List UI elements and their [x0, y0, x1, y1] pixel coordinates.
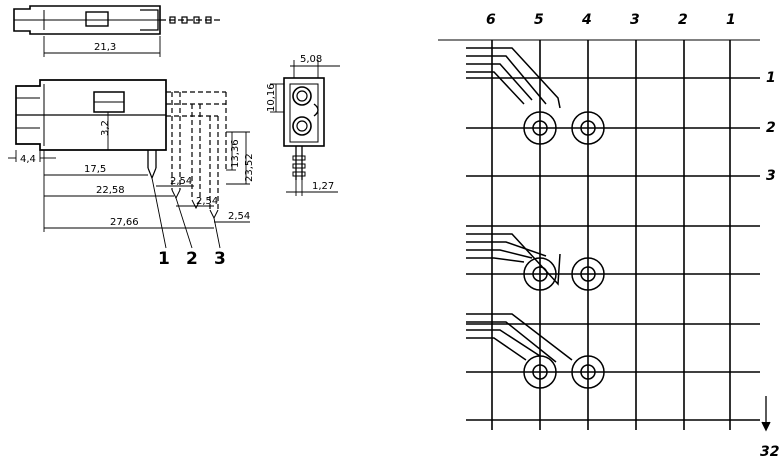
dim-pitch-b: 2,54 [196, 196, 218, 207]
dim-row3: 27,66 [110, 217, 139, 228]
front-view [283, 77, 325, 180]
dim-pitch-width: 5,08 [300, 54, 322, 65]
col-label-4: 4 [581, 12, 592, 28]
col-label-1: 1 [726, 12, 736, 28]
pcb-footprint-2 [466, 233, 605, 291]
pin-label-2: 2 [186, 249, 198, 269]
row-label-2: 2 [766, 120, 776, 136]
dim-left-offset: 4,4 [20, 154, 36, 165]
dim-pitch-c: 2,54 [228, 211, 250, 222]
dim-row2: 22,58 [96, 185, 125, 196]
dim-pin-thickness: 1,27 [312, 181, 334, 192]
col-label-5: 5 [534, 12, 544, 28]
dim-pitch-a: 2,54 [170, 176, 192, 187]
dim-row1: 17,5 [84, 164, 106, 175]
row-label-3: 3 [766, 168, 776, 184]
col-label-3: 3 [630, 12, 640, 28]
dim-pin-height-2: 23,52 [244, 153, 255, 182]
dim-21-3-lines [43, 36, 161, 57]
pcb-footprint-1 [466, 47, 605, 145]
side-view-main [15, 79, 227, 220]
pcb-grid [438, 39, 760, 430]
dim-pin-height-1: 13,36 [230, 139, 241, 168]
dim-height: 10,16 [266, 83, 277, 112]
col-label-2: 2 [678, 12, 688, 28]
dim-lines-front [270, 60, 340, 196]
dim-pin-offset: 3,2 [100, 120, 111, 136]
row-label-1: 1 [766, 70, 776, 86]
pcb-footprint-3 [466, 313, 605, 389]
dim-top-width: 21,3 [94, 42, 116, 53]
side-view-top [13, 5, 220, 35]
dim-lines-main [8, 112, 250, 249]
pin-label-3: 3 [214, 249, 226, 269]
pin-label-1: 1 [158, 249, 170, 269]
col-label-6: 6 [486, 12, 496, 28]
down-arrow-icon [761, 396, 771, 432]
bottom-label: 32 [760, 444, 779, 460]
